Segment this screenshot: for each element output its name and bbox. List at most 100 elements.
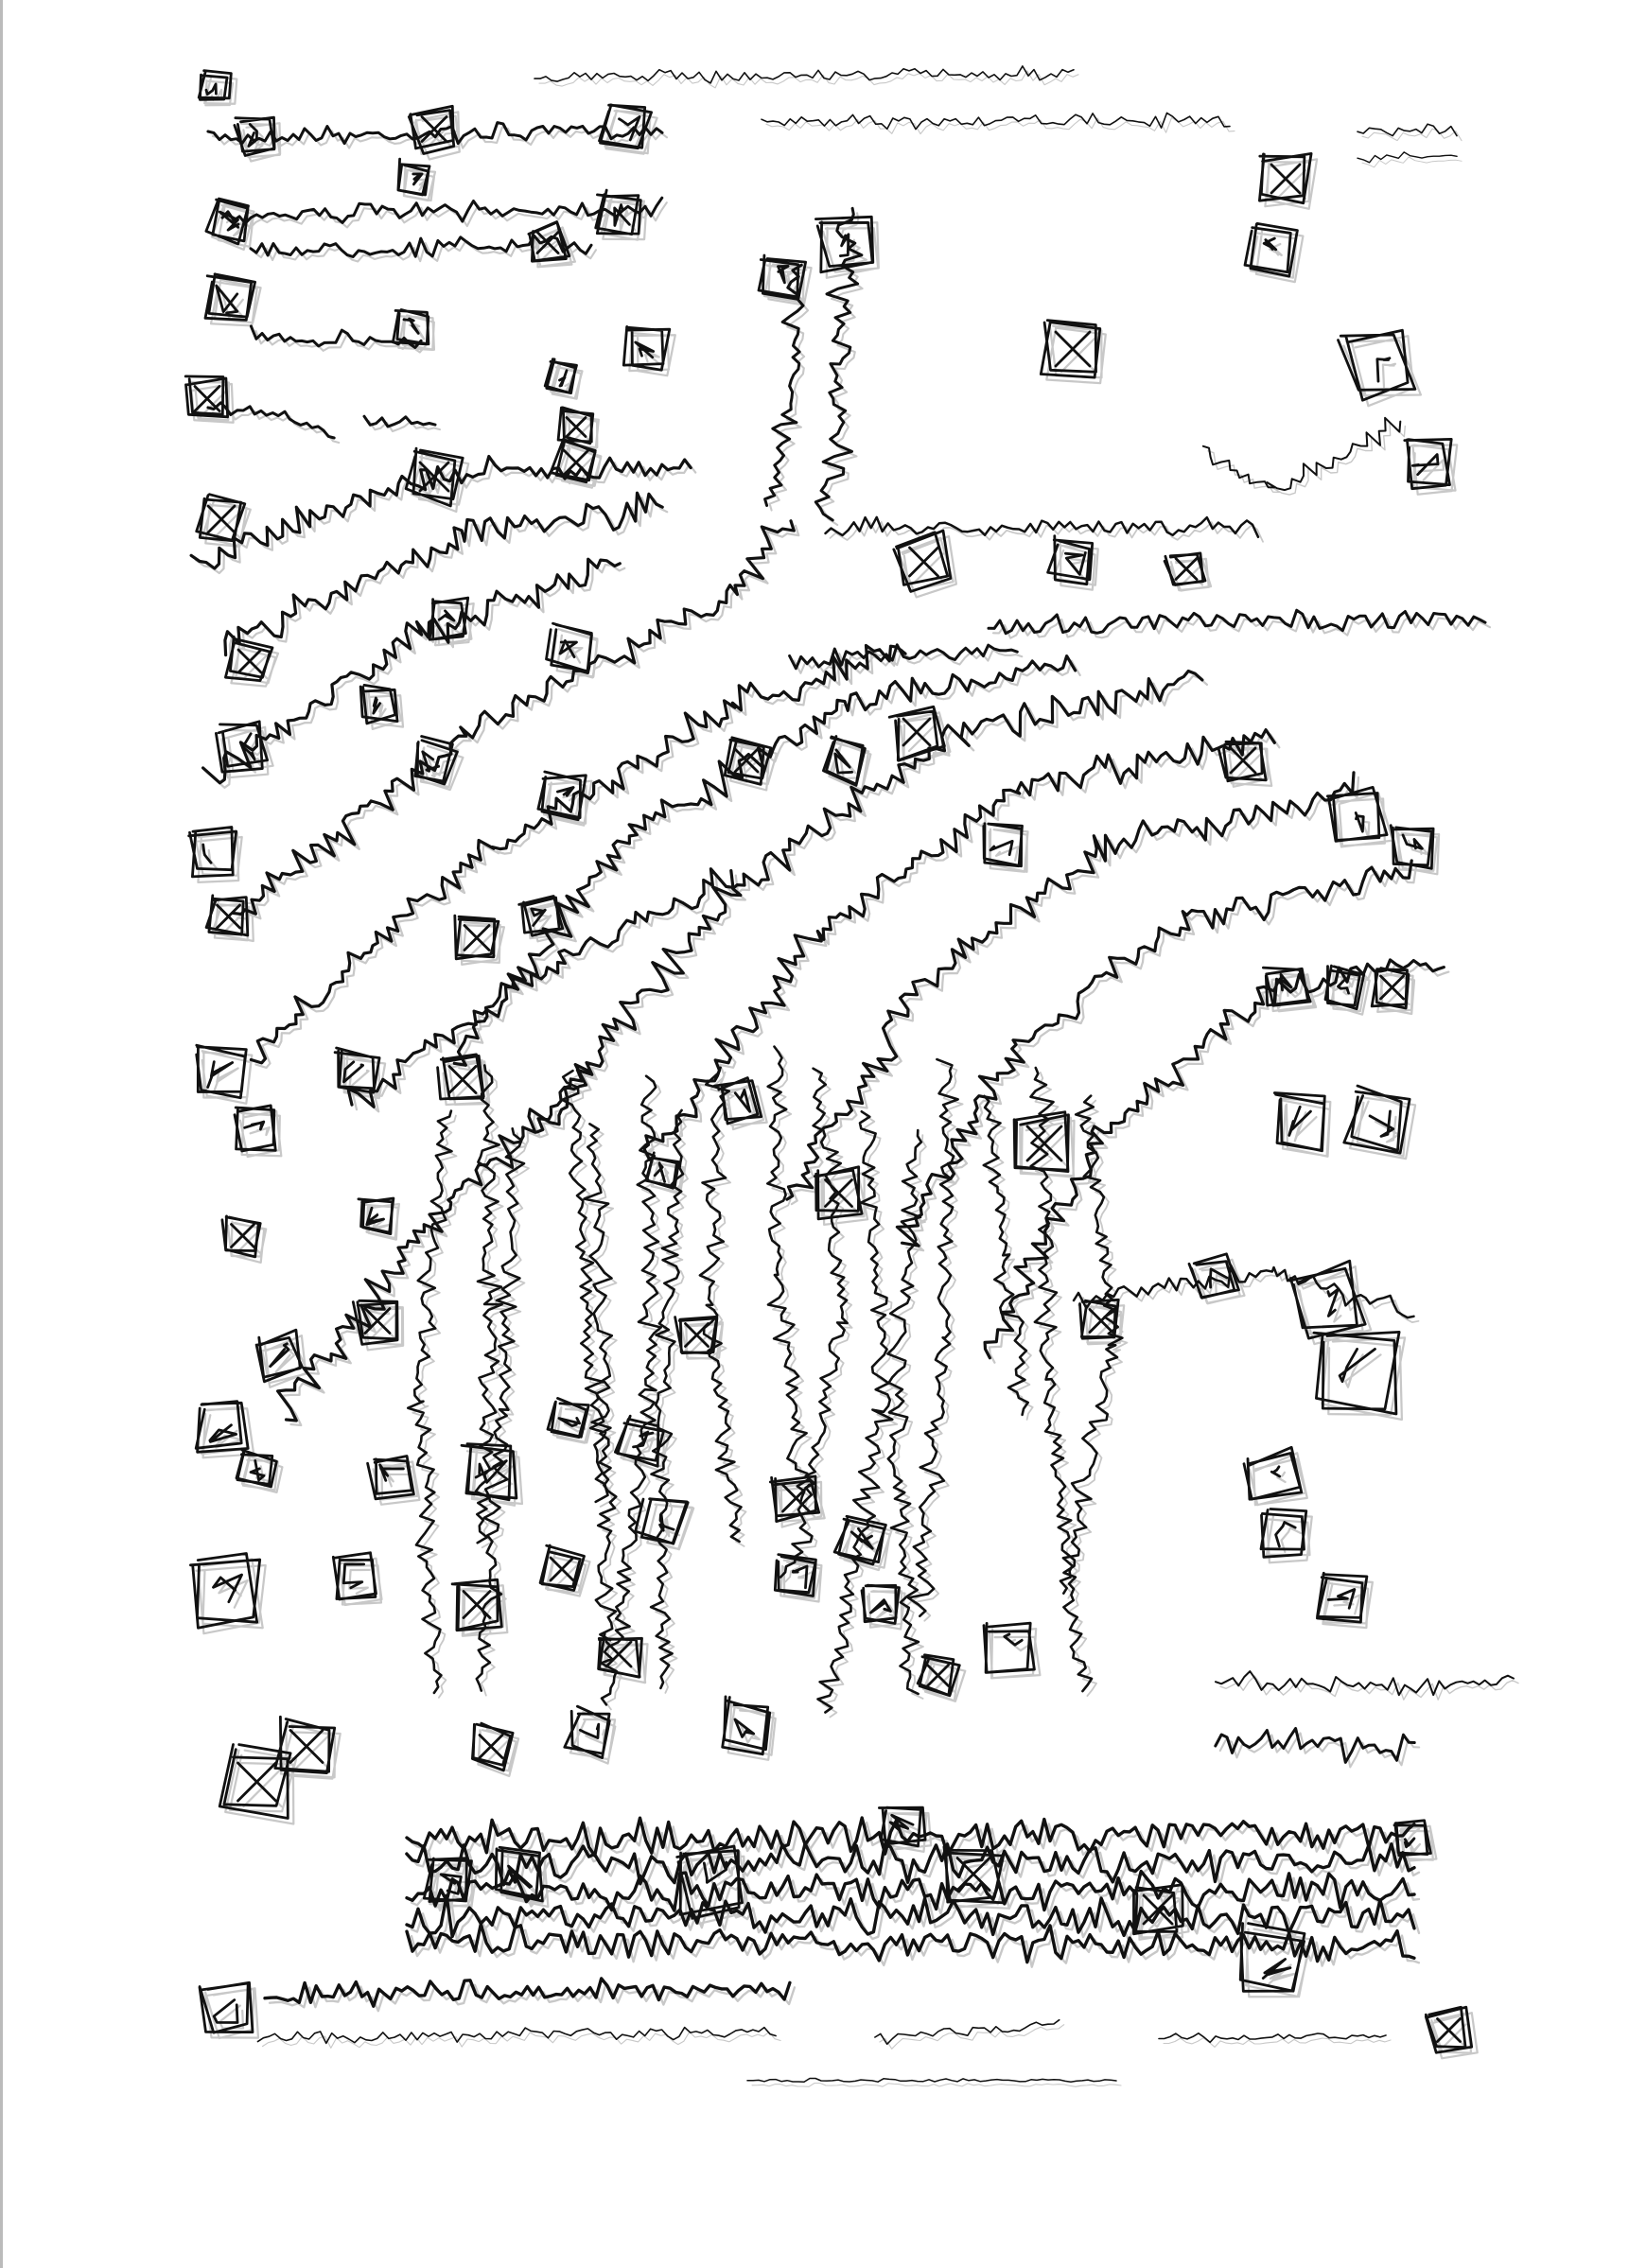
ink-box-24-group <box>404 446 464 508</box>
ink-box-52-group <box>1273 1091 1326 1153</box>
ink-box-63-shadow <box>442 1058 491 1107</box>
ink-strand-2-shadow <box>480 1132 530 1697</box>
ink-line-mid-2-shadow <box>793 648 1024 674</box>
ink-box-20 <box>1403 438 1453 491</box>
ink-box-83-group <box>860 1583 901 1625</box>
ink-box-2 <box>407 104 456 155</box>
ink-box-99 <box>1238 1922 1306 1993</box>
ink-strand-12 <box>906 1057 959 1617</box>
ink-box-95 <box>675 1844 744 1920</box>
ink-box-21-group <box>892 529 953 593</box>
ink-diagonal-11-shadow <box>351 872 740 1113</box>
ink-text-line-1-group <box>761 112 1231 131</box>
ink-box-13-shadow <box>562 411 600 450</box>
ink-box-1-group <box>233 115 276 157</box>
ink-row-2-group <box>249 234 593 258</box>
ink-box-39 <box>359 684 399 725</box>
ink-box-13-group <box>556 406 595 445</box>
ink-strand-6 <box>649 1108 685 1690</box>
ink-text-line-2 <box>1357 123 1458 137</box>
ink-row-0 <box>206 121 664 146</box>
ink-box-33-shadow <box>226 1220 268 1265</box>
ink-box-91 <box>273 1715 337 1774</box>
ink-bottom-mark-0-shadow <box>879 2024 1065 2050</box>
ink-box-5-group <box>594 188 642 236</box>
ink-box-71-group <box>674 1315 719 1355</box>
ink-row-1 <box>220 196 664 225</box>
ink-bottom-text-shadow <box>261 2032 781 2049</box>
ink-box-26-shadow <box>201 498 252 549</box>
ink-box-32-group <box>233 1104 277 1153</box>
ink-box-25 <box>549 437 597 484</box>
ink-diagonal-9-shadow <box>901 864 1418 1252</box>
ink-strand-9 <box>779 1067 849 1579</box>
ink-bottom-band-3 <box>405 1893 1416 1939</box>
ink-box-3-group <box>598 103 653 150</box>
ink-box-8-group <box>203 272 256 322</box>
ink-stream-0-group <box>814 206 864 522</box>
ink-text-line-1 <box>761 112 1231 131</box>
ink-box-101 <box>198 1980 254 2034</box>
ink-box-71 <box>674 1315 719 1355</box>
ink-box-70 <box>1078 1298 1120 1340</box>
ink-box-74-group <box>460 1442 518 1502</box>
ink-box-30 <box>204 894 250 937</box>
ink-box-58 <box>1259 1508 1308 1559</box>
ink-box-14-group <box>814 215 875 274</box>
ink-box-98 <box>1132 1883 1184 1936</box>
ink-line-right-group <box>1201 416 1402 492</box>
ink-box-73 <box>614 1414 665 1468</box>
ink-box-77-shadow <box>456 1584 509 1637</box>
ink-bottom-band-2-group <box>405 1869 1416 1912</box>
ink-diagonal-0 <box>189 454 692 570</box>
ink-strand-5 <box>600 1074 662 1706</box>
ink-strand-10-group <box>816 1110 894 1714</box>
ink-box-0-group <box>197 69 233 101</box>
ink-box-63 <box>436 1053 485 1101</box>
ink-box-80 <box>768 1474 821 1523</box>
ink-line-right <box>1201 416 1402 492</box>
ink-box-17 <box>1243 222 1299 278</box>
ink-diagonal-9-group <box>895 859 1413 1247</box>
ink-strand-11-group <box>886 1128 923 1696</box>
ink-bottom-band-1-shadow <box>410 1847 1421 1891</box>
ink-layer <box>184 65 1515 2084</box>
ink-diagonal-1-group <box>223 491 664 657</box>
ink-box-93-group <box>422 1857 473 1903</box>
ink-diagonal-11-group <box>346 867 735 1108</box>
ink-box-90 <box>189 1552 262 1630</box>
ink-box-52 <box>1273 1091 1326 1153</box>
ink-box-65-shadow <box>358 1305 405 1352</box>
ink-text-line-0-shadow <box>538 70 1079 89</box>
ink-strand-8 <box>766 1045 811 1505</box>
ink-diagonal-0-shadow <box>194 460 697 575</box>
ink-box-53-group <box>1342 1084 1411 1155</box>
ink-box-22 <box>1046 534 1095 586</box>
ink-box-48-group <box>1389 824 1435 870</box>
ink-bottom-band-2 <box>405 1869 1416 1912</box>
ink-strand-1-group <box>474 1064 503 1544</box>
ink-box-35 <box>194 1400 250 1454</box>
ink-box-87 <box>563 1704 611 1759</box>
ink-box-69-shadow <box>1018 1116 1076 1178</box>
ink-box-26 <box>195 493 247 543</box>
ink-box-48 <box>1389 824 1435 870</box>
ink-box-15 <box>757 253 807 301</box>
ink-box-101-group <box>198 1980 254 2034</box>
ink-box-79-group <box>634 1497 690 1545</box>
ink-box-24 <box>404 446 464 508</box>
ink-strand-1 <box>474 1064 503 1544</box>
ink-box-99-group <box>1238 1922 1306 1993</box>
ink-box-69 <box>1012 1110 1070 1173</box>
ink-box-97-group <box>942 1845 1006 1905</box>
ink-box-102-shadow <box>1430 2012 1479 2060</box>
ink-box-55 <box>1287 1259 1367 1340</box>
ink-box-49-group <box>1262 966 1312 1007</box>
ink-box-94-group <box>494 1845 544 1903</box>
ink-box-98-group <box>1132 1883 1184 1936</box>
ink-box-18-shadow <box>1045 324 1107 385</box>
ink-bottom-mark-0 <box>874 2018 1060 2046</box>
ink-box-51-shadow <box>1376 972 1416 1016</box>
ink-strand-14-group <box>1029 1066 1094 1693</box>
ink-diagonal-12 <box>276 1062 591 1422</box>
